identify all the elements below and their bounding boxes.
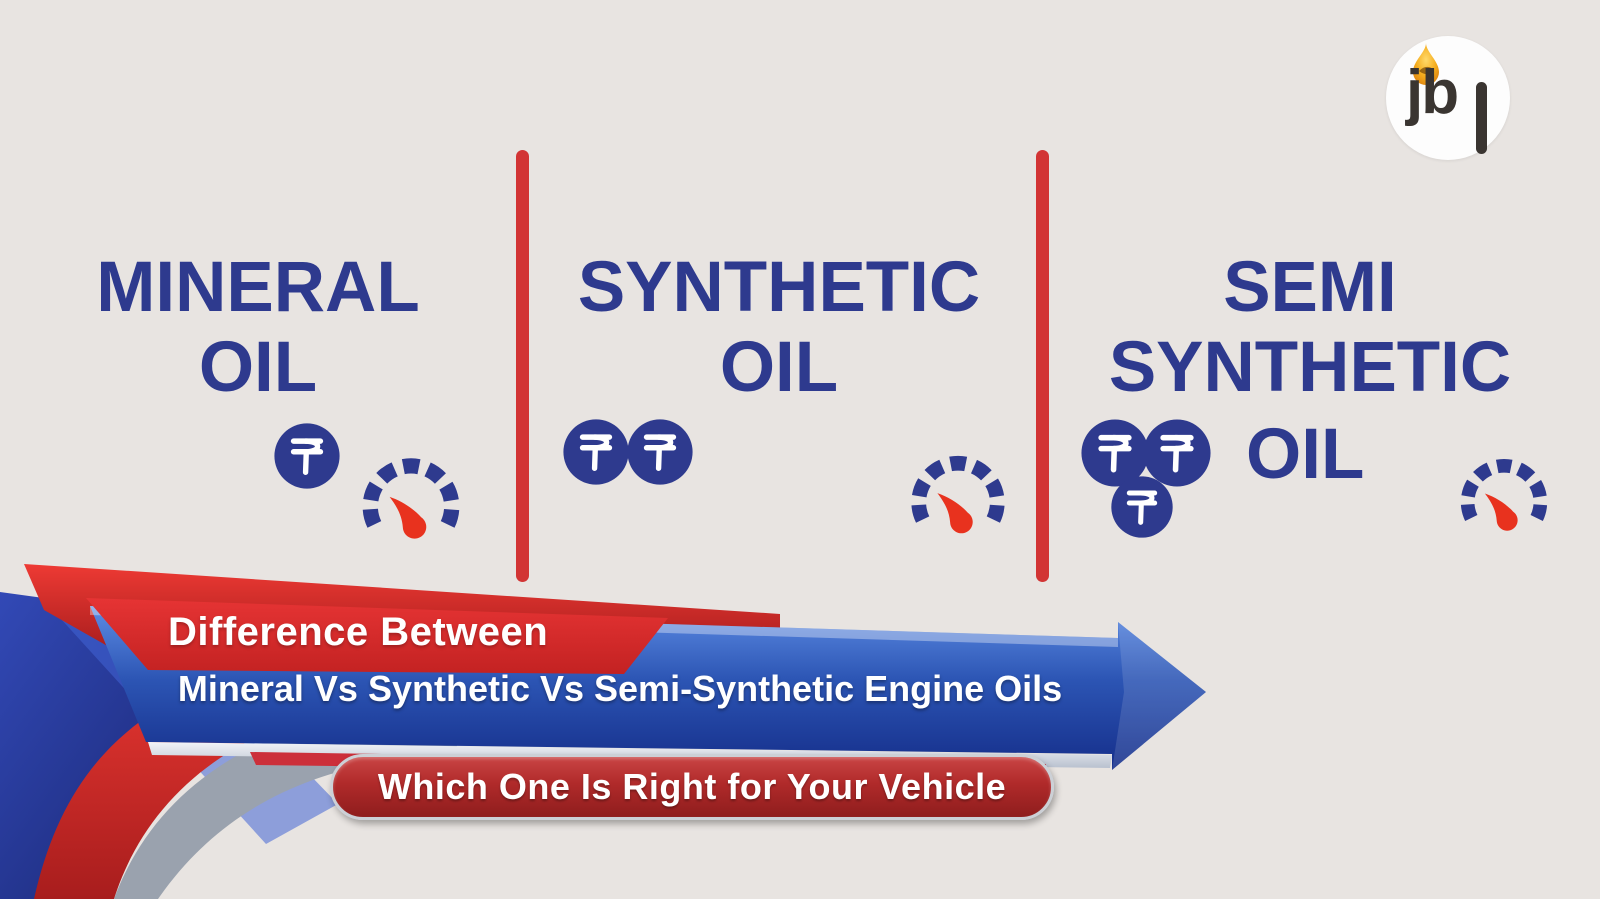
synthetic-icons	[540, 418, 1018, 534]
rupee-coin-icon	[1142, 418, 1212, 488]
synthetic-title-line2: OIL	[719, 328, 839, 407]
semi-title-line3: OIL	[1246, 415, 1365, 494]
rupee-coin-icon	[1080, 418, 1150, 488]
mineral-title-line2: OIL	[198, 328, 318, 407]
price-indicator	[562, 418, 694, 491]
banner-pill: Which One Is Right for Your Vehicle	[330, 754, 1054, 820]
rupee-coin-icon	[273, 422, 341, 490]
column-divider	[1036, 150, 1049, 582]
mineral-title-line1: MINERAL	[96, 248, 420, 327]
logo-bar	[1476, 82, 1487, 154]
column-divider	[516, 150, 529, 582]
banner-pill-label: Which One Is Right for Your Vehicle	[377, 766, 1007, 807]
column-semi-synthetic-oil: SEMI SYNTHETIC OIL	[1062, 248, 1558, 544]
performance-gauge-icon	[1454, 448, 1554, 532]
banner-title: Mineral Vs Synthetic Vs Semi-Synthetic E…	[177, 668, 1063, 709]
banner-kicker: Difference Between	[168, 610, 549, 654]
rupee-coin-icon	[626, 418, 694, 486]
oil-drop-icon	[1413, 43, 1439, 85]
rupee-coin-icon	[562, 418, 630, 486]
price-indicator	[273, 422, 341, 495]
semi-title-line2: SYNTHETIC	[1108, 328, 1512, 407]
banner-ribbon-graphic	[0, 564, 1206, 899]
synthetic-title-line1: SYNTHETIC	[577, 248, 981, 327]
mineral-icons	[140, 422, 600, 540]
performance-gauge-icon	[355, 446, 467, 540]
price-indicator	[1080, 418, 1232, 544]
brand-logo: jb	[1386, 36, 1510, 160]
semi-icons: OIL	[1062, 418, 1558, 544]
performance-gauge-icon	[904, 444, 1012, 534]
column-synthetic-oil: SYNTHETIC OIL	[540, 248, 1018, 534]
rupee-coin-icon	[1110, 475, 1174, 539]
column-mineral-oil: MINERAL OIL	[28, 248, 488, 540]
semi-title-line1: SEMI	[1223, 248, 1397, 327]
logo-text: jb	[1406, 58, 1459, 127]
